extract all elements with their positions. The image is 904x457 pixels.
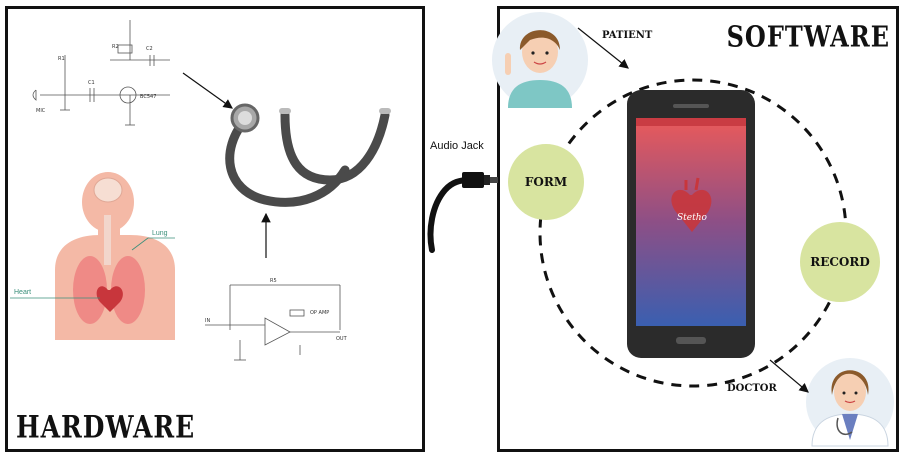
doctor-avatar-icon	[806, 358, 894, 447]
lung-label: Lung	[152, 230, 168, 237]
svg-text:MIC: MIC	[36, 108, 46, 114]
svg-text:R1: R1	[58, 56, 65, 62]
form-bubble	[508, 144, 584, 220]
svg-text:C2: C2	[146, 46, 153, 52]
arrow-patient-to-form	[577, 27, 629, 69]
hardware-panel: HARDWARE	[5, 6, 425, 452]
stethoscope-icon	[225, 103, 391, 207]
form-label: FORM	[525, 175, 567, 189]
doctor-label: DOCTOR	[727, 383, 777, 394]
heart-label: Heart	[14, 289, 31, 296]
human-anatomy-icon	[10, 172, 175, 340]
record-label: RECORD	[810, 255, 870, 269]
hardware-title: HARDWARE	[16, 408, 196, 445]
amplifier-circuit	[205, 284, 341, 361]
svg-text:BC547: BC547	[140, 94, 156, 100]
svg-text:R2: R2	[112, 44, 119, 50]
arrow-circuit-to-stethoscope	[182, 72, 233, 109]
mic-preamp-circuit-labels: R1 C1 BC547 R2 C2 MIC	[36, 44, 156, 114]
record-bubble	[800, 222, 880, 302]
app-heart-logo	[671, 177, 712, 232]
mic-preamp-circuit	[32, 20, 170, 126]
svg-text:C1: C1	[88, 80, 95, 86]
app-logo-text: Stetho	[677, 213, 708, 223]
audio-jack-label: Audio Jack	[430, 140, 484, 152]
arrow-record-to-doctor	[769, 359, 809, 393]
patient-label: PATIENT	[602, 30, 653, 41]
audio-jack-icon	[427, 172, 498, 253]
svg-text:R5: R5	[270, 278, 277, 284]
svg-text:IN: IN	[205, 318, 210, 324]
svg-text:OUT: OUT	[336, 336, 348, 342]
svg-text:OP AMP: OP AMP	[310, 310, 329, 316]
software-title: SOFTWARE	[726, 19, 890, 54]
amplifier-circuit-labels: R5 IN OP AMP OUT	[205, 278, 348, 342]
patient-avatar-icon	[492, 12, 588, 108]
